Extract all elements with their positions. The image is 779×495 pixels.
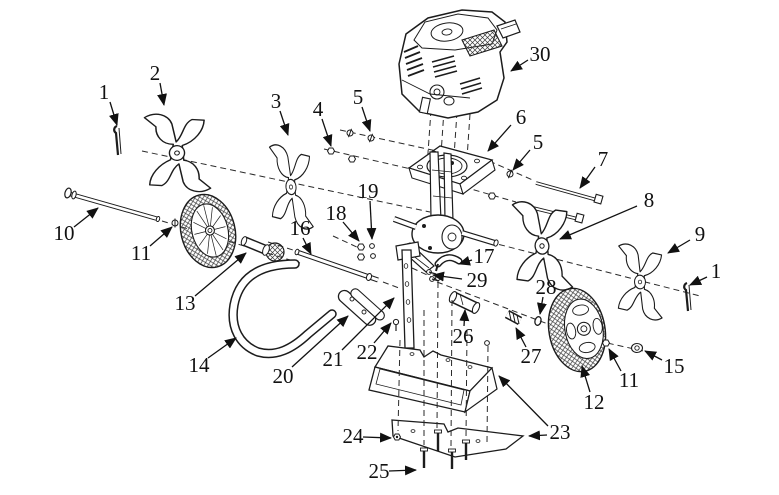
axle-bushing	[504, 310, 523, 325]
callout-8: 8	[644, 188, 655, 212]
tine-shield-upper	[368, 345, 498, 414]
callout-arrow-3	[279, 110, 290, 136]
handle-grip-tube	[240, 236, 285, 262]
wheel-left	[179, 193, 237, 269]
callout-21: 21	[323, 347, 344, 371]
callout-22: 22	[357, 340, 378, 364]
handle-bracket	[337, 288, 385, 326]
handle-loop	[228, 259, 337, 359]
callout-30: 30	[530, 42, 551, 66]
callout-arrow-5	[512, 149, 531, 171]
callout-arrow-23	[528, 430, 548, 441]
callout-28: 28	[536, 275, 557, 299]
spark-plug	[418, 96, 432, 115]
callout-1: 1	[711, 259, 722, 283]
callout-arrow-11	[149, 226, 173, 247]
callout-25: 25	[369, 459, 390, 483]
callout-19: 19	[358, 179, 379, 203]
callout-5: 5	[533, 130, 544, 154]
callout-arrow-16	[301, 237, 312, 255]
callout-5: 5	[353, 85, 364, 109]
callout-arrow-23	[498, 375, 549, 427]
callout-11: 11	[131, 241, 151, 265]
callout-4: 4	[313, 97, 324, 121]
axle-spacer	[448, 291, 481, 314]
callout-arrow-10	[73, 207, 99, 228]
wheel-right	[547, 287, 607, 373]
callout-26: 26	[453, 324, 474, 348]
callout-arrow-27	[515, 327, 527, 348]
axle-nut-right	[602, 339, 610, 347]
hairpin-clip-left	[113, 124, 122, 156]
tine-assembly-outer-left	[137, 105, 217, 201]
callout-arrow-30	[510, 59, 529, 72]
callout-17: 17	[474, 244, 495, 268]
acorn-nut	[630, 342, 644, 354]
callout-12: 12	[584, 390, 605, 414]
callout-arrow-5	[361, 106, 372, 132]
callout-arrow-17	[458, 255, 473, 266]
callout-10: 10	[54, 221, 75, 245]
tine-shaft-nuts-washers	[357, 243, 376, 261]
callout-arrow-15	[644, 350, 663, 361]
callout-13: 13	[175, 291, 196, 315]
callout-arrow-11	[608, 348, 622, 372]
callout-arrow-21	[341, 297, 395, 351]
callout-arrow-14	[207, 337, 237, 359]
callout-27: 27	[521, 344, 542, 368]
callout-arrow-2	[157, 82, 167, 106]
stake-bolt	[392, 318, 400, 326]
wheel-axle-bolt-left	[64, 187, 161, 223]
callout-arrow-1	[109, 101, 119, 126]
callout-arrow-9	[667, 239, 691, 254]
callout-3: 3	[271, 89, 282, 113]
callout-20: 20	[273, 364, 294, 388]
callout-arrow-12	[580, 365, 591, 393]
axle-nut-left	[171, 218, 179, 228]
construction-lines-front	[397, 281, 489, 448]
engine	[398, 9, 521, 119]
callout-arrow-19	[366, 200, 377, 240]
callout-arrow-6	[487, 124, 512, 152]
parts-layer	[64, 9, 692, 469]
callout-14: 14	[189, 353, 211, 377]
callout-11: 11	[619, 368, 639, 392]
callout-18: 18	[326, 201, 347, 225]
callout-arrow-24	[362, 432, 392, 443]
callout-15: 15	[664, 354, 685, 378]
callout-arrow-22	[373, 322, 392, 344]
callout-24: 24	[343, 424, 365, 448]
depth-stake	[392, 241, 421, 349]
callout-arrow-26	[459, 309, 470, 327]
hairpin-clip-right	[683, 281, 692, 312]
tine-assembly-outer-right	[613, 240, 667, 324]
callout-arrow-29	[432, 271, 463, 282]
callout-16: 16	[290, 216, 311, 240]
callout-arrow-13	[194, 252, 247, 297]
clamp-lever	[434, 254, 463, 272]
shield-nut	[393, 433, 401, 441]
axle-washer	[534, 316, 542, 326]
callout-arrow-1	[689, 275, 708, 286]
callout-29: 29	[467, 268, 488, 292]
callout-1: 1	[99, 80, 110, 104]
callout-arrow-8	[559, 205, 638, 240]
callout-23: 23	[550, 420, 571, 444]
callout-7: 7	[598, 147, 609, 171]
callout-9: 9	[695, 222, 706, 246]
tine-shaft-tube	[294, 248, 379, 283]
callout-2: 2	[150, 61, 161, 85]
callout-arrow-7	[579, 166, 596, 189]
callout-arrow-25	[388, 465, 417, 476]
callout-arrow-28	[536, 296, 547, 315]
tine-shield-lower	[391, 419, 525, 458]
callout-arrow-20	[291, 315, 349, 368]
callout-arrow-4	[321, 118, 333, 147]
callout-arrow-18	[342, 221, 360, 242]
callout-6: 6	[516, 105, 527, 129]
